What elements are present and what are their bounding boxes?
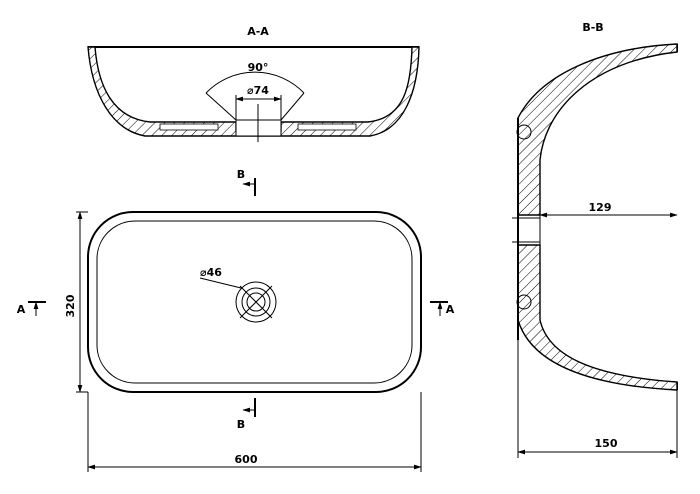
plan-drain-cross-b [239,285,273,319]
section-bb-title: B-B [582,21,603,34]
plan-cut-a-left-label: A [17,303,26,316]
aa-bowl-wall [87,46,420,137]
aa-foot-left [159,123,219,131]
plan-depth-label: 320 [64,294,77,317]
aa-angle-arc [205,71,305,94]
section-aa-title: A-A [247,25,269,38]
plan-cut-a-right-label: A [446,303,455,316]
bb-wall-lower [517,244,678,391]
plan-drain-outer [235,281,277,323]
plan-cut-b-top-label: B [237,168,245,181]
plan-view: ⌀46 B B A A 320 600 [17,168,455,472]
section-aa-view: A-A 90° ⌀74 [87,25,420,142]
bb-foot-bottom [516,294,532,310]
plan-width-label: 600 [235,453,258,466]
plan-outer-rim [87,211,422,393]
aa-foot-right [297,123,357,131]
bb-depth-label: 129 [589,201,612,214]
bb-height-label: 150 [595,437,618,450]
bb-wall-upper [517,43,678,216]
plan-drain-leader [199,277,242,289]
plan-drain-middle [241,287,271,317]
bb-foot-top [516,124,532,140]
aa-angle-leg-right [280,92,305,121]
plan-drain-inner [246,292,266,312]
section-bb-view: B-B 129 150 [512,21,678,458]
plan-drain-dia-label: ⌀46 [200,266,222,279]
aa-drain-dia-label: ⌀74 [247,84,269,97]
plan-cut-b-bottom-label: B [237,418,245,431]
aa-angle-label: 90° [248,61,269,74]
plan-inner-bowl [96,220,413,384]
aa-angle-leg-left [205,92,237,121]
